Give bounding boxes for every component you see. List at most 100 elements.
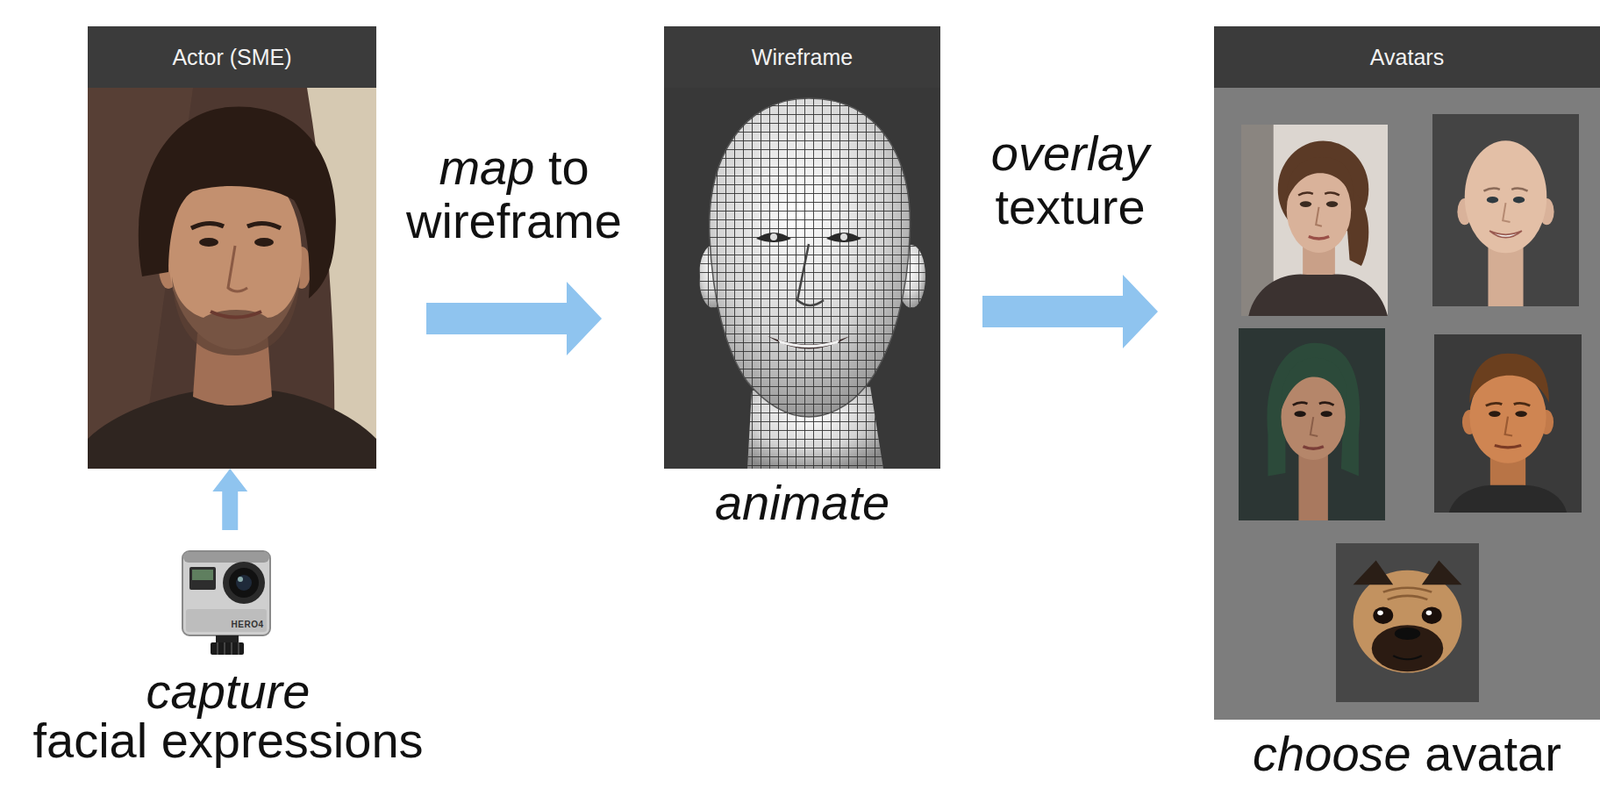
illustration-part (1469, 353, 1550, 403)
illustration-part (1214, 87, 1600, 720)
text-run: capture (21, 666, 435, 716)
block-arrow (982, 274, 1158, 349)
illustration-part (199, 237, 219, 247)
avatar-gallery (1214, 87, 1600, 720)
illustration-part (247, 222, 281, 229)
text-slot: Wireframe (664, 26, 941, 88)
edge-label: map to wireframe (400, 140, 629, 249)
illustration-part (1426, 610, 1433, 616)
illustration-part (222, 561, 265, 604)
illustration-part (235, 574, 252, 591)
illustration-part (210, 311, 262, 318)
edge-label-slot: overlay texture (973, 126, 1167, 235)
illustration-part (1280, 357, 1348, 412)
actor-photo (87, 87, 377, 469)
image-panel: Avatarschoose avatar (1214, 26, 1600, 720)
illustration-part (192, 569, 214, 580)
illustration-part (183, 551, 270, 563)
illustration-part (1335, 542, 1479, 702)
illustration-part (1421, 606, 1443, 623)
illustration-part (709, 98, 911, 417)
illustration-part (1421, 559, 1463, 585)
text-run: map (438, 139, 535, 195)
illustration-part (770, 233, 778, 241)
illustration-part (1266, 342, 1360, 477)
illustration-part (1489, 230, 1522, 238)
illustration-part (1502, 202, 1510, 222)
illustration-part (1326, 200, 1338, 208)
edge-label: overlay texture (973, 126, 1167, 235)
text-run: avatar (1411, 725, 1562, 781)
illustration-part (1394, 627, 1421, 640)
illustration-part (1371, 624, 1444, 672)
camera-model-label: HERO4 (231, 619, 265, 629)
illustration-part (767, 335, 850, 350)
illustration-part (1434, 334, 1582, 513)
camera-step: capture facial expressions (21, 542, 435, 765)
illustration-part (1315, 207, 1322, 227)
illustration-part (1464, 140, 1548, 253)
step-caption: capture facial expressions (21, 666, 435, 765)
illustration-part (664, 87, 941, 469)
illustration-part (1449, 485, 1567, 513)
illustration-part (1298, 449, 1328, 521)
illustration-part (138, 106, 336, 299)
illustration-part (1292, 402, 1335, 406)
illustration-part (191, 222, 224, 229)
image-panel: Wireframeanimate (664, 26, 941, 469)
block-arrow (212, 468, 248, 530)
illustration-part (217, 642, 239, 655)
text-slot: choose avatar (1214, 726, 1600, 781)
illustration-part (1513, 196, 1525, 203)
panel-header: Wireframe (664, 26, 941, 88)
illustration-part (1302, 446, 1323, 450)
illustration-part (1310, 416, 1318, 436)
illustration-part (1353, 570, 1463, 673)
panel-header: Avatars (1214, 26, 1600, 88)
illustration-part (756, 232, 792, 243)
illustration-part (171, 276, 300, 356)
illustration-part (182, 550, 271, 636)
block-arrow (426, 281, 602, 356)
illustration-part (778, 339, 840, 348)
illustration-part (1293, 410, 1306, 417)
text-slot: Avatars (1214, 26, 1600, 88)
illustration-part (87, 87, 377, 469)
illustration-part (1353, 559, 1394, 585)
illustration-part (1335, 542, 1479, 702)
illustration-part (1248, 274, 1388, 316)
illustration-part (1487, 243, 1523, 307)
illustration-part (1377, 610, 1384, 616)
wireframe-head (664, 87, 941, 469)
step-caption: choose avatar (1214, 726, 1600, 781)
illustration-part (228, 567, 259, 598)
text-slot: capture facial expressions (21, 542, 435, 765)
illustration-part (826, 232, 862, 243)
text-slot: Actor (SME) (87, 26, 377, 88)
illustration-part (210, 642, 244, 655)
illustration-part (1483, 188, 1528, 192)
illustration-part (1505, 416, 1513, 436)
illustration-part (1432, 114, 1579, 307)
illustration-part (189, 566, 216, 590)
label-slot: HERO4 (231, 619, 265, 629)
illustration-part (254, 237, 274, 247)
illustration-part (840, 233, 848, 241)
action-camera-icon (175, 542, 281, 657)
illustration-part (1514, 410, 1527, 417)
illustration-part (1432, 114, 1579, 307)
illustration-part (1238, 328, 1386, 521)
text-slot: animate (664, 475, 941, 530)
illustration-part (709, 98, 911, 417)
illustration-part (1308, 235, 1329, 239)
text-run: facial expressions (32, 712, 423, 768)
illustration-part (1241, 124, 1388, 316)
illustration-part (797, 243, 824, 306)
illustration-part (1286, 157, 1354, 201)
step-caption: animate (664, 475, 941, 530)
panel-header: Actor (SME) (87, 26, 377, 88)
illustration-part (1383, 587, 1432, 600)
illustration-part (237, 576, 243, 582)
illustration-part (1300, 200, 1312, 208)
